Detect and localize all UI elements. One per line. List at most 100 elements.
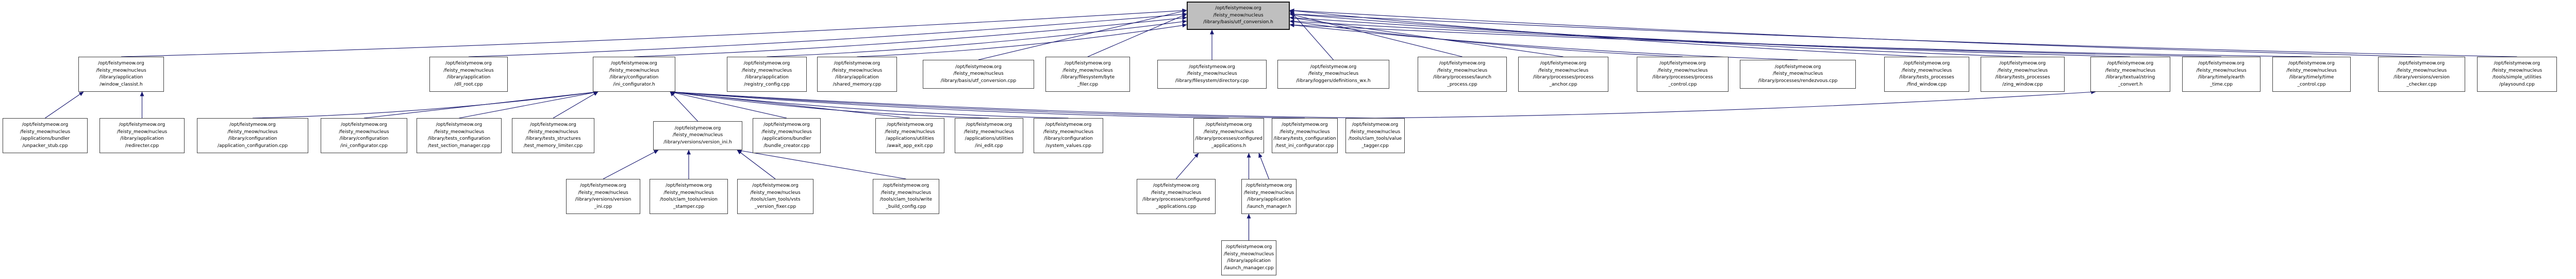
graph-node-label-line: /dll_root.cpp bbox=[454, 81, 483, 87]
graph-node-test-section-manager-cpp[interactable]: /opt/feistymeow.org/feisty_meow/nucleus/… bbox=[417, 118, 502, 153]
graph-edge bbox=[459, 90, 599, 119]
graph-node-launch-manager-h[interactable]: /opt/feistymeow.org/feisty_meow/nucleus/… bbox=[1241, 179, 1297, 214]
graph-node-playsound-cpp[interactable]: /opt/feistymeow.org/feisty_meow/nucleus/… bbox=[2477, 57, 2557, 92]
graph-node-label-line: /opt/feistymeow.org bbox=[229, 122, 276, 127]
graph-node-label-line: _anchor.cpp bbox=[1549, 81, 1577, 87]
graph-node-launch-process-cpp[interactable]: /opt/feistymeow.org/feisty_meow/nucleus/… bbox=[1418, 57, 1507, 92]
graph-node-label-line: /opt/feistymeow.org bbox=[1352, 122, 1399, 127]
graph-node-label-line: /launch_manager.h bbox=[1247, 204, 1291, 209]
graph-node-label-line: /feisty_meow/nucleus bbox=[20, 129, 71, 135]
graph-node-label-line: /library/application bbox=[1247, 197, 1291, 202]
graph-node-label-line: /library/tests_processes bbox=[1995, 75, 2050, 80]
graph-node-label-line: /opt/feistymeow.org bbox=[2288, 61, 2335, 66]
graph-node-label-line: /registry_config.cpp bbox=[744, 81, 790, 87]
graph-node-rendezvous-cpp[interactable]: /opt/feistymeow.org/feisty_meow/nucleus/… bbox=[1740, 60, 1856, 89]
graph-node-byte-filer-cpp[interactable]: /opt/feistymeow.org/feisty_meow/nucleus/… bbox=[1045, 57, 1130, 92]
graph-node-application-configuration-cpp[interactable]: /opt/feistymeow.org/feisty_meow/nucleus/… bbox=[197, 118, 308, 153]
graph-node-label-line: /zing_window.cpp bbox=[2002, 81, 2043, 87]
graph-node-process-control-cpp[interactable]: /opt/feistymeow.org/feisty_meow/nucleus/… bbox=[1637, 57, 1729, 92]
graph-edge bbox=[1289, 12, 2023, 57]
graph-node-label-line: _applications.h bbox=[1211, 143, 1247, 149]
graph-node-test-ini-configurator-cpp[interactable]: /opt/feistymeow.org/feisty_meow/nucleus/… bbox=[1272, 118, 1338, 153]
graph-node-write-build-config-cpp[interactable]: /opt/feistymeow.org/feisty_meow/nucleus/… bbox=[873, 179, 939, 214]
graph-node-label-line: /opt/feistymeow.org bbox=[752, 183, 799, 188]
graph-node-label-line: /library/tests_processes bbox=[1899, 75, 1954, 80]
graph-node-label-line: /feisty_meow/nucleus bbox=[1538, 68, 1589, 73]
graph-edge bbox=[1289, 20, 1683, 57]
graph-node-definitions-wx-h[interactable]: /opt/feistymeow.org/feisty_meow/nucleus/… bbox=[1277, 60, 1389, 89]
graph-node-label-line: /opt/feistymeow.org bbox=[611, 61, 657, 66]
graph-edge bbox=[1375, 90, 2096, 119]
graph-node-value-tagger-cpp[interactable]: /opt/feistymeow.org/feisty_meow/nucleus/… bbox=[1345, 118, 1405, 153]
graph-edge bbox=[553, 91, 599, 119]
graph-node-registry-config-cpp[interactable]: /opt/feistymeow.org/feisty_meow/nucleus/… bbox=[727, 57, 807, 92]
graph-node-label-line: /system_values.cpp bbox=[1045, 143, 1091, 149]
graph-node-version-stamper-cpp[interactable]: /opt/feistymeow.org/feisty_meow/nucleus/… bbox=[650, 179, 728, 214]
graph-node-label-line: /tools/clam_tools/write bbox=[879, 197, 933, 202]
graph-node-label-line: /feisty_meow/nucleus bbox=[1350, 129, 1401, 135]
graph-edge bbox=[363, 90, 599, 119]
graph-node-label-line: /feisty_meow/nucleus bbox=[609, 68, 659, 73]
graph-edge bbox=[857, 23, 1187, 57]
graph-node-version-ini-cpp[interactable]: /opt/feistymeow.org/feisty_meow/nucleus/… bbox=[566, 179, 640, 214]
graph-node-shared-memory-cpp[interactable]: /opt/feistymeow.org/feisty_meow/nucleus/… bbox=[817, 57, 897, 92]
graph-node-label-line: /library/filesystem/directory.cpp bbox=[1175, 78, 1249, 84]
graph-node-label-line: /feisty_meow/nucleus bbox=[117, 129, 168, 135]
graph-node-label-line: /feisty_meow/nucleus bbox=[1279, 129, 1330, 135]
graph-node-label-line: /opt/feistymeow.org bbox=[1540, 61, 1587, 66]
graph-node-label-line: /tools/clam_tools/value bbox=[1348, 136, 1402, 141]
graph-node-directory-cpp[interactable]: /opt/feistymeow.org/feisty_meow/nucleus/… bbox=[1157, 60, 1267, 89]
graph-node-system-values-cpp[interactable]: /opt/feistymeow.org/feisty_meow/nucleus/… bbox=[1034, 118, 1103, 153]
graph-node-ini-configurator-cpp[interactable]: /opt/feistymeow.org/feisty_meow/nucleus/… bbox=[321, 118, 407, 153]
graph-edge bbox=[1289, 13, 1462, 57]
graph-node-unpacker-stub-cpp[interactable]: /opt/feistymeow.org/feisty_meow/nucleus/… bbox=[3, 118, 88, 153]
graph-node-utf-conversion-cpp[interactable]: /opt/feistymeow.org/feisty_meow/nucleus/… bbox=[923, 60, 1034, 89]
graph-node-label-line: /library/processes/rendezvous.cpp bbox=[1758, 78, 1838, 84]
graph-edge bbox=[737, 150, 776, 179]
graph-node-process-anchor-cpp[interactable]: /opt/feistymeow.org/feisty_meow/nucleus/… bbox=[1518, 57, 1608, 92]
graph-node-bundle-creator-cpp[interactable]: /opt/feistymeow.org/feisty_meow/nucleus/… bbox=[753, 118, 821, 153]
graph-node-label-line: /feisty_meow/nucleus bbox=[339, 129, 389, 135]
graph-node-label-line: /feisty_meow/nucleus bbox=[1043, 129, 1094, 135]
graph-node-await-app-exit-cpp[interactable]: /opt/feistymeow.org/feisty_meow/nucleus/… bbox=[875, 118, 944, 153]
graph-node-label-line: /launch_manager.cpp bbox=[1224, 265, 1274, 271]
graph-node-label-line: /library/filesystem/byte bbox=[1060, 75, 1115, 80]
graph-node-label-line: /library/timely/earth bbox=[2198, 75, 2245, 80]
graph-node-ini-edit-cpp[interactable]: /opt/feistymeow.org/feisty_meow/nucleus/… bbox=[955, 118, 1023, 153]
graph-node-label-line: /opt/feistymeow.org bbox=[2494, 61, 2540, 66]
graph-node-configured-applications-h[interactable]: /opt/feistymeow.org/feisty_meow/nucleus/… bbox=[1193, 118, 1264, 153]
graph-node-earth-time-cpp[interactable]: /opt/feistymeow.org/feisty_meow/nucleus/… bbox=[2182, 57, 2261, 92]
graph-node-label-line: /opt/feistymeow.org bbox=[1205, 122, 1252, 127]
graph-node-label-line: /opt/feistymeow.org bbox=[436, 122, 483, 127]
graph-node-zing-window-cpp[interactable]: /opt/feistymeow.org/feisty_meow/nucleus/… bbox=[1981, 57, 2065, 92]
graph-node-label-line: /opt/feistymeow.org bbox=[763, 122, 810, 127]
graph-node-label-line: /opt/feistymeow.org bbox=[98, 61, 144, 66]
graph-edge bbox=[1289, 23, 2312, 57]
graph-node-label-line: /feisty_meow/nucleus bbox=[434, 129, 485, 135]
graph-node-label-line: /unpacker_stub.cpp bbox=[22, 143, 68, 149]
graph-node-dll-root-cpp[interactable]: /opt/feistymeow.org/feisty_meow/nucleus/… bbox=[429, 57, 508, 92]
graph-node-utf-conversion-h[interactable]: /opt/feistymeow.org/feisty_meow/nucleus/… bbox=[1187, 2, 1290, 30]
graph-node-vsts-version-fixer-cpp[interactable]: /opt/feistymeow.org/feisty_meow/nucleus/… bbox=[737, 179, 813, 214]
graph-node-label-line: _checker.cpp bbox=[2406, 81, 2437, 87]
graph-node-configured-applications-cpp[interactable]: /opt/feistymeow.org/feisty_meow/nucleus/… bbox=[1137, 179, 1216, 214]
graph-node-label-line: _control.cpp bbox=[2297, 81, 2326, 87]
graph-node-test-memory-limiter-cpp[interactable]: /opt/feistymeow.org/feisty_meow/nucleus/… bbox=[512, 118, 594, 153]
graph-node-label-line: /library/processes/configured bbox=[1195, 136, 1262, 141]
graph-edge bbox=[45, 91, 84, 119]
graph-node-ini-configurator-h[interactable]: /opt/feistymeow.org/feisty_meow/nucleus/… bbox=[593, 57, 675, 92]
graph-node-label-line: /feisty_meow/nucleus bbox=[741, 68, 792, 73]
graph-node-window-classist-h[interactable]: /opt/feistymeow.org/feisty_meow/nucleus/… bbox=[78, 57, 164, 92]
graph-node-launch-manager-cpp[interactable]: /opt/feistymeow.org/feisty_meow/nucleus/… bbox=[1221, 240, 1276, 275]
graph-node-version-ini-h[interactable]: /opt/feistymeow.org/feisty_meow/nucleus/… bbox=[653, 121, 742, 150]
graph-node-label-line: /library/basis/utf_conversion.cpp bbox=[940, 78, 1017, 84]
graph-node-label-line: /feisty_meow/nucleus bbox=[832, 68, 883, 73]
graph-node-find-window-cpp[interactable]: /opt/feistymeow.org/feisty_meow/nucleus/… bbox=[1884, 57, 1969, 92]
graph-node-label-line: /opt/feistymeow.org bbox=[1189, 64, 1235, 70]
graph-node-string-convert-h[interactable]: /opt/feistymeow.org/feisty_meow/nucleus/… bbox=[2090, 57, 2170, 92]
graph-node-redirecter-cpp[interactable]: /opt/feistymeow.org/feisty_meow/nucleus/… bbox=[99, 118, 185, 153]
graph-node-label-line: _ini.cpp bbox=[594, 204, 612, 209]
graph-node-version-checker-cpp[interactable]: /opt/feistymeow.org/feisty_meow/nucleus/… bbox=[2378, 57, 2465, 92]
graph-node-time-control-cpp[interactable]: /opt/feistymeow.org/feisty_meow/nucleus/… bbox=[2272, 57, 2351, 92]
graph-node-label-line: /opt/feistymeow.org bbox=[1153, 183, 1200, 188]
